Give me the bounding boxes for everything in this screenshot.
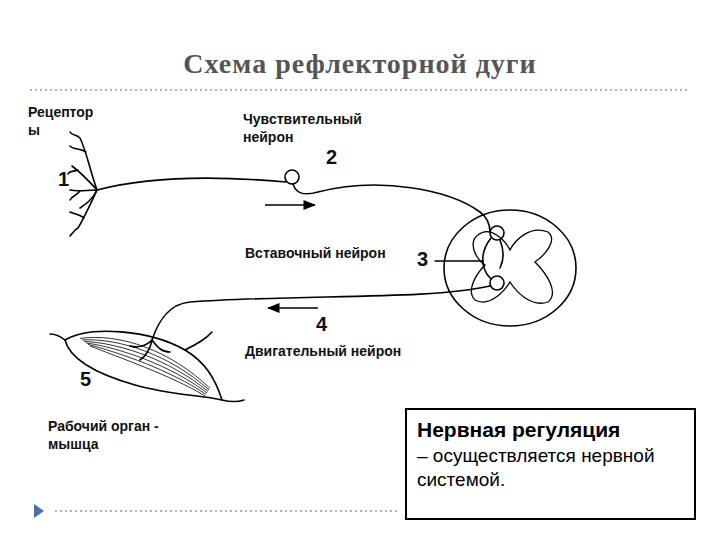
direction-arrow bbox=[268, 307, 318, 309]
part-label: Вставочный нейрон bbox=[245, 244, 386, 262]
callout-number: 2 bbox=[326, 146, 337, 169]
note-body: – осуществляется нервной системой. bbox=[417, 444, 684, 493]
callout-number: 1 bbox=[58, 168, 69, 191]
note-box: Нервная регуляция – осуществляется нервно… bbox=[405, 408, 696, 520]
note-heading: Нервная регуляция bbox=[417, 418, 620, 441]
part-label: Двигательный нейрон bbox=[245, 342, 401, 360]
callout-number: 3 bbox=[417, 248, 428, 271]
muscle-fibre bbox=[82, 340, 209, 390]
neurons bbox=[50, 132, 576, 402]
footer-rule bbox=[55, 510, 400, 512]
muscle-fibre bbox=[90, 346, 205, 396]
part-label: Чувствительный нейрон bbox=[243, 110, 403, 146]
bullet-triangle bbox=[34, 504, 44, 518]
callout-number: 4 bbox=[316, 313, 327, 336]
part-label: Рецепторы bbox=[28, 103, 100, 139]
direction-arrow bbox=[265, 204, 315, 206]
muscle-fibres bbox=[80, 337, 210, 395]
slide-title: Схема рефлекторной дуги bbox=[0, 48, 720, 80]
part-label: Рабочий орган - мышца bbox=[48, 417, 208, 453]
title-rule bbox=[30, 89, 690, 91]
callout-number: 5 bbox=[80, 368, 91, 391]
